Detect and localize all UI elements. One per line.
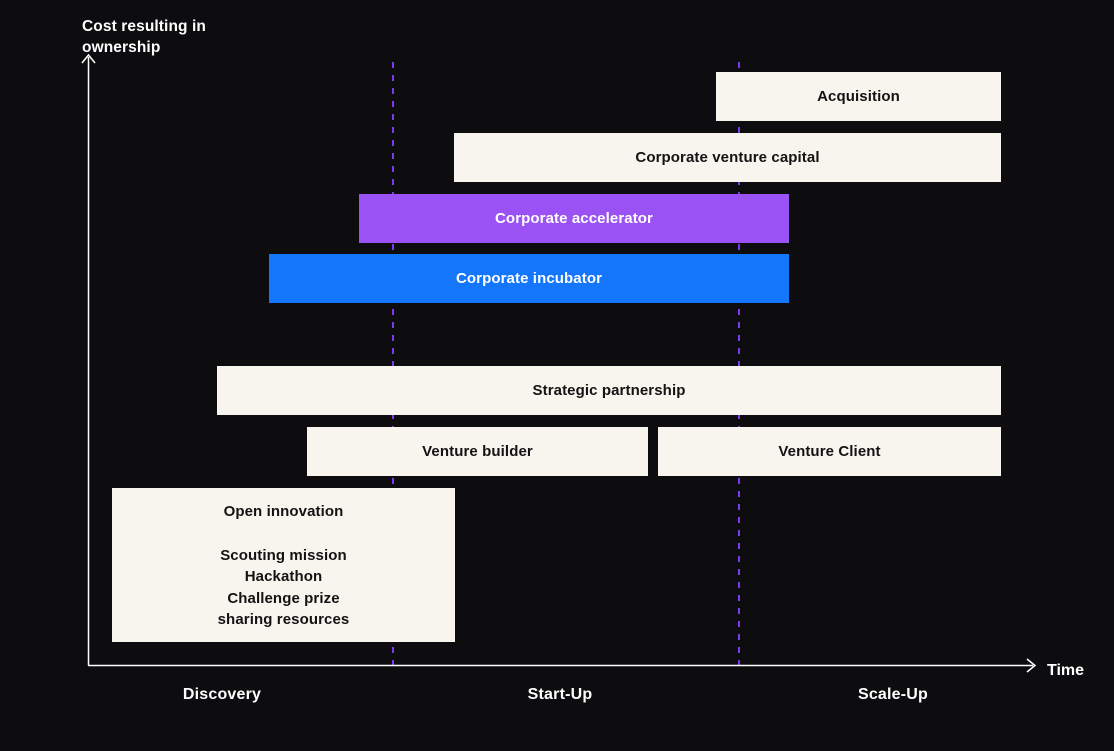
bar-label: Strategic partnership: [532, 382, 686, 399]
bar-label: Corporate incubator: [455, 270, 603, 287]
bar-label: Corporate accelerator: [495, 210, 653, 227]
bar-label: Open innovation: [223, 503, 344, 520]
phase-boundary-dashed-line-1: [392, 62, 394, 666]
bar-sub-item: Hackathon: [244, 568, 323, 586]
bar-venture-builder: Venture builder: [307, 427, 648, 476]
bar-corporate-venture-capital: Corporate venture capital: [454, 133, 1001, 182]
bar-sub-item: Challenge prize: [227, 589, 340, 607]
bar-label: Corporate venture capital: [635, 149, 820, 166]
bar-sub-item: Scouting mission: [220, 546, 347, 564]
bar-sub-item: sharing resources: [217, 611, 350, 629]
bar-corporate-incubator: Corporate incubator: [269, 254, 789, 303]
y-axis-title: Cost resulting in ownership: [82, 16, 206, 58]
x-axis-arrowhead: [1026, 658, 1037, 673]
phase-boundary-dashed-line-2: [738, 62, 740, 666]
bar-corporate-accelerator: Corporate accelerator: [359, 194, 789, 243]
phase-label-scale-up: Scale-Up: [857, 686, 929, 703]
bar-venture-client: Venture Client: [658, 427, 1001, 476]
y-axis-title-line1: Cost resulting in: [82, 18, 206, 35]
bar-label: Acquisition: [817, 88, 900, 105]
y-axis-title-line2: ownership: [82, 39, 161, 56]
bar-label: Venture Client: [778, 443, 881, 460]
phase-label-discovery: Discovery: [182, 686, 262, 703]
phase-label-start-up: Start-Up: [527, 686, 593, 703]
bar-strategic-partnership: Strategic partnership: [217, 366, 1001, 415]
bar-acquisition: Acquisition: [716, 72, 1001, 121]
bar-label: Venture builder: [422, 443, 533, 460]
x-axis-title: Time: [1047, 662, 1085, 679]
